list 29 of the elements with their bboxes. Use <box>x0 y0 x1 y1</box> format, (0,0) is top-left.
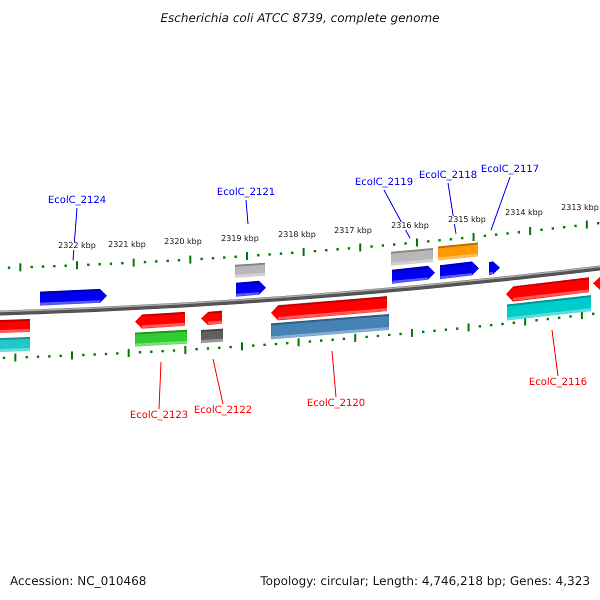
position-label: 2322 kbp <box>57 242 97 250</box>
position-label: 2318 kbp <box>277 231 317 239</box>
position-label: 2321 kbp <box>107 241 147 249</box>
leader-line <box>332 350 336 398</box>
leader-line <box>490 176 510 231</box>
gene-label: EcolC_2120 <box>306 399 366 409</box>
gene-label: EcolC_2119 <box>354 178 414 188</box>
leader-line <box>246 200 248 224</box>
position-label: 2317 kbp <box>333 227 373 235</box>
gene-label: EcolC_2123 <box>130 411 188 421</box>
gene-label: EcolC_2124 <box>48 196 106 206</box>
gene-label: EcolC_2122 <box>194 406 252 416</box>
genome-summary-text: Topology: circular; Length: 4,746,218 bp; Genes: 4,323 <box>260 575 590 587</box>
gene-label: EcolC_2116 <box>528 378 588 388</box>
leader-line <box>158 362 162 410</box>
leader-line <box>72 208 78 261</box>
position-label: 2315 kbp <box>447 216 487 224</box>
leader-line <box>552 330 558 376</box>
gene-label: EcolC_2117 <box>480 165 540 175</box>
leader-line <box>212 358 224 404</box>
gene-label: EcolC_2118 <box>418 171 478 181</box>
title: Escherichia coli ATCC 8739, complete genome <box>159 10 441 27</box>
position-label: 2320 kbp <box>163 238 203 246</box>
position-label: 2319 kbp <box>220 235 260 243</box>
accession-text: Accession: NC_010468 <box>10 575 146 587</box>
position-label: 2314 kbp <box>504 209 544 217</box>
position-label: 2316 kbp <box>390 222 430 230</box>
gene-label: EcolC_2121 <box>216 188 276 198</box>
position-label: 2313 kbp <box>560 204 600 212</box>
